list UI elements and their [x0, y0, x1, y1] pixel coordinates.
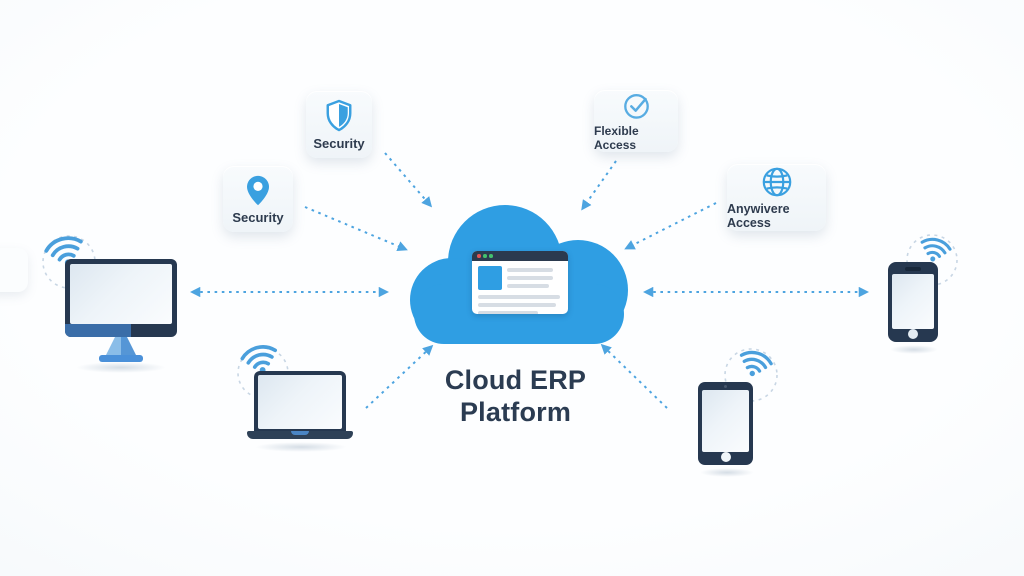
check-circle-icon [623, 94, 649, 119]
monitor-stand [106, 337, 136, 355]
globe-icon [762, 167, 791, 197]
tablet-shadow [700, 468, 754, 477]
arrow-flexible-to-cloud [581, 160, 617, 211]
content-hero-block [478, 266, 502, 290]
laptop-shadow [255, 442, 347, 452]
browser-content [472, 261, 568, 314]
anywhere-access-badge: Anywivere Access [727, 164, 826, 231]
arrow-pin-to-cloud [304, 206, 408, 251]
arrow-laptop-to-cloud [365, 344, 434, 409]
text-line-placeholder [478, 303, 556, 307]
phone-home-button [908, 329, 918, 339]
badge-label: Flexible Access [594, 124, 639, 152]
desktop-monitor [65, 259, 177, 337]
wifi-icon [920, 237, 952, 262]
browser-window-mockup [472, 251, 568, 314]
window-dot-green-2 [489, 254, 493, 258]
badge-label: Anywivere Access [727, 202, 790, 230]
monitor-accent-strip [65, 324, 131, 337]
background-ghost-card [0, 248, 28, 292]
wifi-icon [739, 350, 773, 377]
badge-label: Security [232, 209, 284, 225]
laptop-screen [258, 375, 342, 429]
window-dot-red [477, 254, 481, 258]
title-line-1: Cloud ERP [444, 365, 587, 395]
browser-titlebar [472, 251, 568, 261]
security-shield-badge: Security [306, 91, 372, 158]
phone-screen [892, 274, 934, 329]
badge-label: Security [313, 135, 365, 151]
tablet [698, 382, 753, 465]
smartphone [888, 262, 938, 342]
text-line-placeholder [478, 311, 538, 314]
phone-speaker-slot [905, 267, 921, 271]
arrow-anywhere-to-cloud [624, 202, 717, 250]
text-line-placeholder [478, 295, 560, 299]
arrow-tablet-to-cloud [600, 343, 668, 409]
monitor-shadow [76, 362, 166, 373]
text-line-placeholder [507, 276, 553, 280]
monitor-base [99, 355, 143, 362]
tablet-home-button [720, 452, 731, 462]
shield-icon [326, 99, 352, 131]
tablet-camera-dot [724, 385, 727, 388]
title-line-2: Platform [459, 397, 572, 427]
wifi-dashed-ring [724, 348, 778, 402]
phone-shadow [890, 345, 938, 354]
window-dot-green [483, 254, 487, 258]
location-pin-icon [247, 175, 269, 205]
flexible-access-badge: Flexible Access [594, 90, 678, 152]
monitor-screen [70, 264, 172, 324]
text-line-placeholder [507, 284, 549, 288]
text-line-placeholder [507, 268, 553, 272]
laptop [254, 371, 346, 431]
laptop-base [247, 431, 353, 439]
laptop-hinge-notch [291, 431, 309, 435]
tablet-screen [702, 390, 749, 452]
security-pin-badge: Security [223, 166, 293, 232]
page-title: Cloud ERP Platform [378, 364, 653, 428]
